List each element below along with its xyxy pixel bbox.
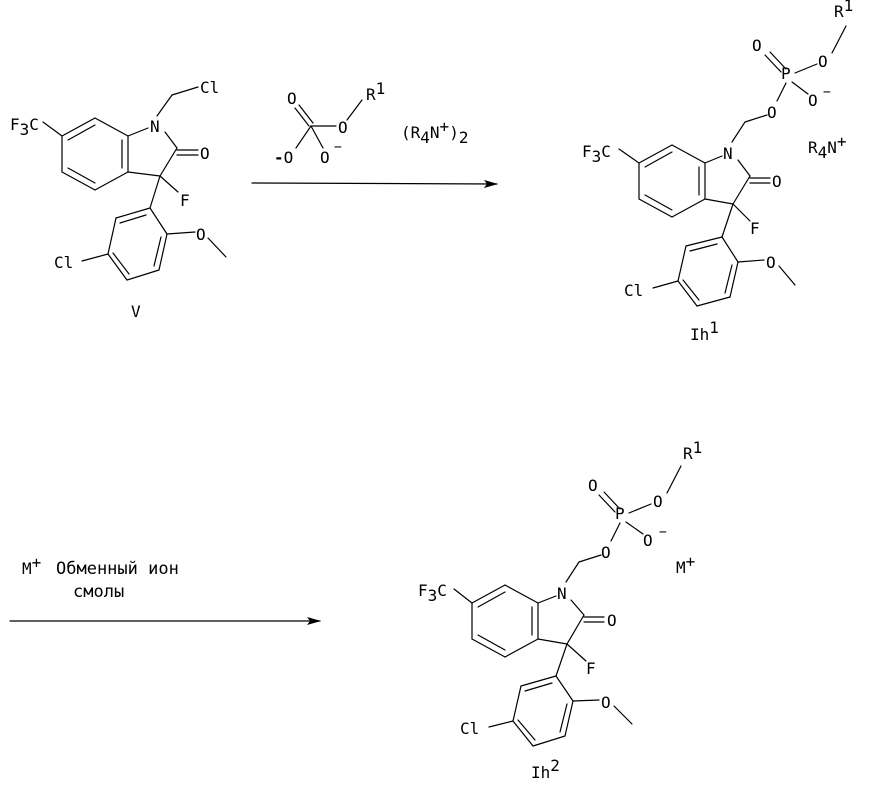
compound-ih2-r-sup: 1 <box>693 438 703 457</box>
reagent-minus-1: - <box>274 148 284 167</box>
ammonium-open: (R <box>401 123 421 142</box>
compound-ih1-cf3-c: C <box>601 142 611 161</box>
compound-ih1-carbonyl-o: O <box>772 172 782 191</box>
step2-plus: + <box>32 553 42 572</box>
reagent-r-sup: 1 <box>376 79 386 98</box>
compound-ih1-o-ester: O <box>818 52 828 71</box>
compound-ih2-cf3-sub: 3 <box>428 586 438 605</box>
compound-ih2-p-atom: P <box>615 504 625 523</box>
compound-ih1-minus: − <box>823 85 831 100</box>
compound-ih1-bonds <box>619 26 846 306</box>
compound-v-cf3-sub: 3 <box>20 120 30 139</box>
compound-v-methoxy-o: O <box>196 225 206 244</box>
ammonium-plus: + <box>440 117 450 136</box>
step2-line1: Обменный ион <box>56 559 179 579</box>
compound-ih1-r: R <box>834 2 844 21</box>
reagent-minus-2: − <box>334 140 342 155</box>
compound-ih2-label-main: Ih <box>531 763 550 782</box>
compound-ih2-f-atom: F <box>586 659 596 678</box>
compound-v-trifluoromethyl: F3C <box>10 115 39 139</box>
compound-ih1-o-minus: O <box>808 91 818 110</box>
reagent-r-group: R1 <box>366 79 385 104</box>
ih1-counterion-plus: + <box>837 132 847 151</box>
compound-ih2-counterion: M+ <box>676 552 695 577</box>
compound-ih1-counterion: R4N+ <box>808 132 847 162</box>
compound-ih1-trifluoromethyl: F3C <box>582 142 611 166</box>
ih1-counterion-r: R <box>808 138 818 157</box>
compound-v-cf3-c: C <box>29 115 39 134</box>
compound-ih2-cf3-f: F <box>418 581 428 600</box>
compound-ih1-label-sup: 1 <box>709 318 719 337</box>
ih1-counterion-n: N <box>827 138 837 157</box>
compound-ih1-p-atom: P <box>781 64 791 83</box>
ammonium-sub2: 2 <box>459 128 469 147</box>
ih2-counterion-m: M <box>676 558 686 577</box>
step2-conditions: M+ Обменный ион смолы <box>22 553 179 602</box>
compound-ih2-minus: − <box>659 525 667 540</box>
reaction-arrow-1 <box>252 183 497 184</box>
compound-v-label: V <box>131 302 141 321</box>
compound-ih1-label-main: Ih <box>690 325 709 344</box>
compound-ih1-f-atom: F <box>750 219 760 238</box>
compound-ih2-label: Ih2 <box>531 756 560 782</box>
compound-ih2-cf3-c: C <box>437 581 447 600</box>
compound-ih2-methoxy-o: O <box>601 693 611 712</box>
compound-ih1-n-atom: N <box>723 144 733 163</box>
compound-v-bonds <box>43 87 226 280</box>
compound-ih2-link-o: O <box>601 543 611 562</box>
compound-ih2-r-group: R1 <box>683 438 702 463</box>
compound-ih2-r: R <box>683 444 693 463</box>
compound-v: N O F Cl F3C O Cl V <box>10 78 226 321</box>
compound-ih1-r-group: R1 <box>834 0 853 21</box>
compound-v-f-atom: F <box>180 191 190 210</box>
compound-v-carbonyl-o: O <box>200 144 210 163</box>
step2-metal-cation: M+ <box>22 553 41 578</box>
ammonium-sub4: 4 <box>420 128 430 147</box>
reagent-phosphate: O O R1 -O O − (R4N+)2 <box>274 79 468 167</box>
reagent-o-1: O <box>284 148 294 167</box>
compound-ih2-ring-cl: Cl <box>460 719 479 738</box>
compound-ih2-o-minus: O <box>643 531 653 550</box>
compound-v-ring-cl: Cl <box>54 253 73 272</box>
compound-ih2-o-ester: O <box>653 492 663 511</box>
reagent-r: R <box>366 85 376 104</box>
compound-ih2: N O F F3C O P O O O − R1 M+ O Cl Ih2 <box>418 438 702 782</box>
compound-ih1-r-sup: 1 <box>844 0 854 15</box>
ammonium-n: N <box>430 123 440 142</box>
compound-ih2-trifluoromethyl: F3C <box>418 581 447 605</box>
compound-ih1-label: Ih1 <box>690 318 719 344</box>
reagent-tetraalkylammonium: (R4N+)2 <box>401 117 468 147</box>
reagent-o-double: O <box>287 89 297 108</box>
compound-ih1-methoxy-o: O <box>766 253 776 272</box>
compound-v-n-atom: N <box>150 117 160 136</box>
compound-ih1-link-o: O <box>767 103 777 122</box>
reagent-o-minus-1: -O <box>274 148 293 167</box>
compound-ih1-o-double: O <box>752 36 762 55</box>
compound-ih2-bonds <box>454 466 681 746</box>
reagent-o-ester: O <box>338 118 348 137</box>
compound-ih2-carbonyl-o: O <box>607 611 617 630</box>
compound-ih2-o-double: O <box>588 476 598 495</box>
compound-v-cf3-f: F <box>10 115 20 134</box>
compound-ih2-label-sup: 2 <box>550 756 560 775</box>
step2-line2: смолы <box>73 582 124 602</box>
ih1-counterion-sub4: 4 <box>818 143 828 162</box>
compound-ih1: N O F F3C O P O O O − R1 R4N+ O Cl Ih1 <box>582 0 853 344</box>
ammonium-close: ) <box>449 123 459 142</box>
step2-m: M <box>22 559 32 578</box>
compound-ih2-n-atom: N <box>557 584 567 603</box>
compound-ih1-cf3-sub: 3 <box>592 147 602 166</box>
compound-ih1-ring-cl: Cl <box>624 281 643 300</box>
compound-ih1-cf3-f: F <box>582 142 592 161</box>
compound-v-chloromethyl-cl: Cl <box>200 78 219 97</box>
reagent-o-minus-2: O <box>320 148 330 167</box>
ih2-counterion-plus: + <box>686 552 696 571</box>
